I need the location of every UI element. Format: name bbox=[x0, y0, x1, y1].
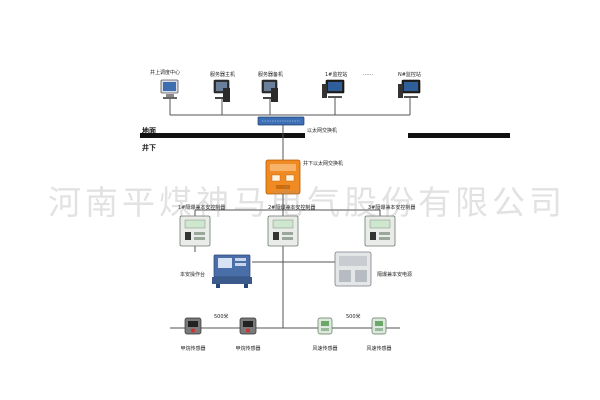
substation-3 bbox=[364, 215, 396, 247]
surface-switch bbox=[257, 116, 305, 126]
computer-station-n bbox=[398, 79, 421, 98]
sensor-label-wind-2: 风速传感器 bbox=[366, 346, 392, 352]
sensor-label-methane-2: 甲烷传感器 bbox=[235, 346, 261, 352]
computer-dispatch bbox=[160, 79, 179, 99]
sensor-label-methane-1: 甲烷传感器 bbox=[180, 346, 206, 352]
surface-links bbox=[169, 98, 411, 116]
ground-label: 地面 bbox=[142, 127, 156, 135]
power-supply-label: 隔爆兼本安电源 bbox=[377, 272, 413, 278]
ground-bar-right bbox=[408, 133, 510, 138]
power-supply bbox=[334, 251, 372, 287]
underground-switch bbox=[265, 159, 301, 195]
ground-bar-left bbox=[140, 133, 305, 138]
surface-switch-label: 以太网交换机 bbox=[307, 128, 338, 134]
substation-label-3: 3#隔爆兼本安控制器 bbox=[368, 205, 416, 211]
underground-switch-label: 井下以太网交换机 bbox=[303, 161, 344, 167]
sensor-label-wind-1: 风速传感器 bbox=[312, 346, 338, 352]
substation-1 bbox=[179, 215, 211, 247]
computer-label-station-n: N#监控站 bbox=[398, 72, 421, 78]
substation-label-1: 1#隔爆兼本安控制器 bbox=[178, 205, 226, 211]
computer-label-server-main: 服务器主机 bbox=[210, 72, 236, 78]
underground-links bbox=[170, 194, 400, 329]
distance-label-right: 500米 bbox=[346, 314, 361, 320]
substation-2 bbox=[267, 215, 299, 247]
computer-server-backup bbox=[261, 79, 278, 102]
distance-label-left: 500米 bbox=[214, 314, 229, 320]
methane-sensor-1 bbox=[184, 317, 202, 335]
computer-server-main bbox=[213, 79, 230, 102]
operator-panel-label: 本安操作台 bbox=[180, 272, 206, 278]
computer-label-server-backup: 服务器备机 bbox=[258, 72, 284, 78]
wind-sensor-2 bbox=[371, 317, 387, 335]
computer-label-dispatch: 井上调度中心 bbox=[150, 70, 181, 76]
operator-panel bbox=[212, 254, 252, 288]
underground-label: 井下 bbox=[142, 144, 156, 152]
ellipsis: …… bbox=[363, 71, 373, 77]
substation-label-2: 2#隔爆兼本安控制器 bbox=[268, 205, 316, 211]
computer-label-station-1: 1#监控站 bbox=[325, 72, 348, 78]
computer-station-1 bbox=[322, 79, 345, 98]
methane-sensor-2 bbox=[239, 317, 257, 335]
wind-sensor-1 bbox=[317, 317, 333, 335]
watermark: 河南平煤神马电气股份有限公司 bbox=[48, 183, 566, 222]
